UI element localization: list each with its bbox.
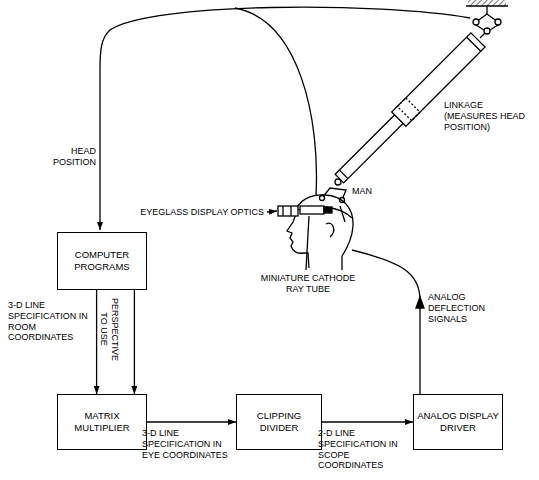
gimbal-arm	[480, 33, 485, 38]
face-profile	[287, 214, 309, 268]
leader-line	[267, 211, 277, 212]
signal-label: 3-D LINE SPECIFICATION IN ROOM COORDINAT…	[8, 300, 88, 343]
process-box: ANALOG DISPLAY DRIVER	[413, 394, 503, 450]
signal-arrow	[96, 290, 97, 394]
gimbal-joint	[320, 196, 325, 201]
tube-ring	[339, 170, 347, 178]
signal-arrow	[147, 421, 236, 422]
arrowhead	[416, 297, 424, 308]
box-label: ANALOG DISPLAY DRIVER	[414, 410, 502, 434]
eyeglass-optics	[278, 206, 298, 216]
display-cable	[235, 8, 316, 195]
crt-body	[300, 206, 324, 214]
box-label: CLIPPING DIVIDER	[237, 410, 321, 434]
illustration-group	[100, 0, 508, 394]
leader-line	[306, 216, 309, 270]
part-name: MINIATURE CATHODE RAY TUBE	[258, 273, 358, 295]
slip-joint	[397, 98, 420, 121]
box-label: COMPUTER PROGRAMS	[58, 249, 146, 273]
deflection-wire	[352, 250, 420, 394]
lens-edge	[290, 206, 291, 216]
box-label: MATRIX MULTIPLIER	[58, 410, 146, 434]
process-box: MATRIX MULTIPLIER	[57, 394, 147, 450]
gimbal-joint	[473, 19, 479, 25]
gimbal-arm	[490, 25, 498, 30]
gimbal-post	[486, 6, 487, 14]
signal-name: HEAD POSITION	[44, 146, 96, 168]
head-outline	[296, 195, 353, 270]
crt-neck	[324, 207, 332, 213]
gimbal-joint	[335, 179, 341, 185]
signal-label: 3-D LINE SPECIFICATION IN EYE COORDINATE…	[142, 428, 234, 460]
signal-label: 2-D LINE SPECIFICATION IN SCOPE COORDINA…	[318, 428, 410, 471]
tube-ring	[467, 37, 481, 51]
signal-label: PERSPECTIVE TO USE	[98, 298, 120, 360]
part-name: MAN	[352, 186, 392, 197]
ceiling-mount	[468, 0, 506, 6]
process-box: COMPUTER PROGRAMS	[57, 232, 147, 290]
lens-edge	[282, 206, 283, 216]
signal-arrow	[134, 290, 135, 394]
head-position-wire	[100, 7, 470, 230]
gimbal-joint	[495, 19, 501, 25]
signal-name: ANALOG DEFLECTION SIGNALS	[428, 292, 508, 324]
part-name: LINKAGE (MEASURES HEAD POSITION)	[444, 100, 528, 132]
process-box: CLIPPING DIVIDER	[236, 394, 322, 450]
part-name: EYEGLASS DISPLAY OPTICS	[130, 207, 264, 218]
ear	[326, 223, 334, 237]
head-strap	[340, 206, 345, 222]
gimbal-arm	[476, 25, 484, 30]
signal-arrow	[322, 421, 413, 422]
